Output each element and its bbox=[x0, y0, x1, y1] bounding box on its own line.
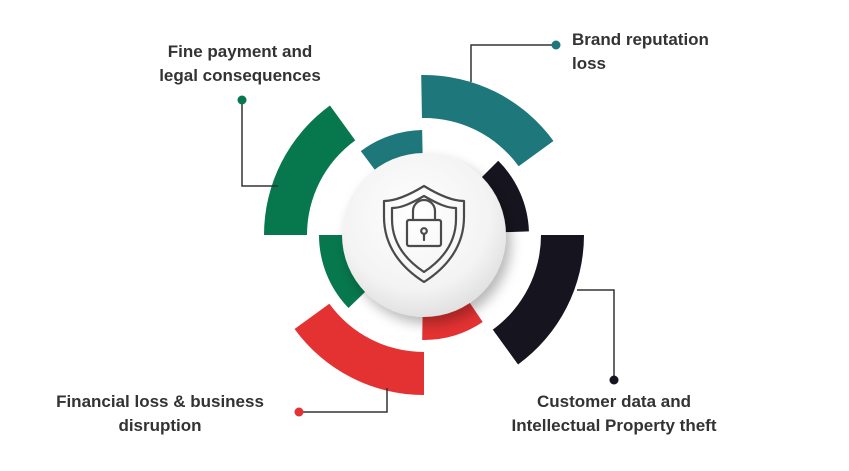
label-customer-data: Customer data and Intellectual Property … bbox=[486, 390, 742, 438]
label-fine-line-2: legal consequences bbox=[159, 66, 321, 85]
label-fine-payment: Fine payment and legal consequences bbox=[140, 40, 340, 88]
label-customer-line-2: Intellectual Property theft bbox=[511, 416, 717, 435]
outer-arc-customer bbox=[492, 235, 584, 365]
label-financial-line-2: disruption bbox=[118, 416, 202, 435]
connector-fine bbox=[237, 95, 278, 187]
label-financial-line-1: Financial loss & business bbox=[56, 392, 264, 411]
shield-lock-icon bbox=[382, 184, 466, 284]
label-brand-line-2: loss bbox=[572, 54, 607, 73]
label-brand-reputation: Brand reputation loss bbox=[572, 28, 709, 76]
label-customer-line-1: Customer data and bbox=[537, 392, 691, 411]
label-brand-line-1: Brand reputation bbox=[572, 30, 709, 49]
outer-arc-brand bbox=[421, 75, 554, 167]
connector-brand bbox=[470, 40, 561, 82]
connector-customer bbox=[577, 289, 619, 385]
outer-arc-fine bbox=[264, 105, 356, 235]
label-fine-line-1: Fine payment and bbox=[167, 42, 313, 61]
label-financial-loss: Financial loss & business disruption bbox=[30, 390, 290, 438]
connector-financial bbox=[294, 388, 388, 417]
inner-arc-customer bbox=[475, 160, 529, 233]
inner-arc-fine bbox=[319, 235, 372, 308]
inner-arc-brand bbox=[360, 130, 423, 177]
inner-arc-financial bbox=[422, 295, 483, 340]
outer-arc-financial bbox=[294, 303, 424, 396]
